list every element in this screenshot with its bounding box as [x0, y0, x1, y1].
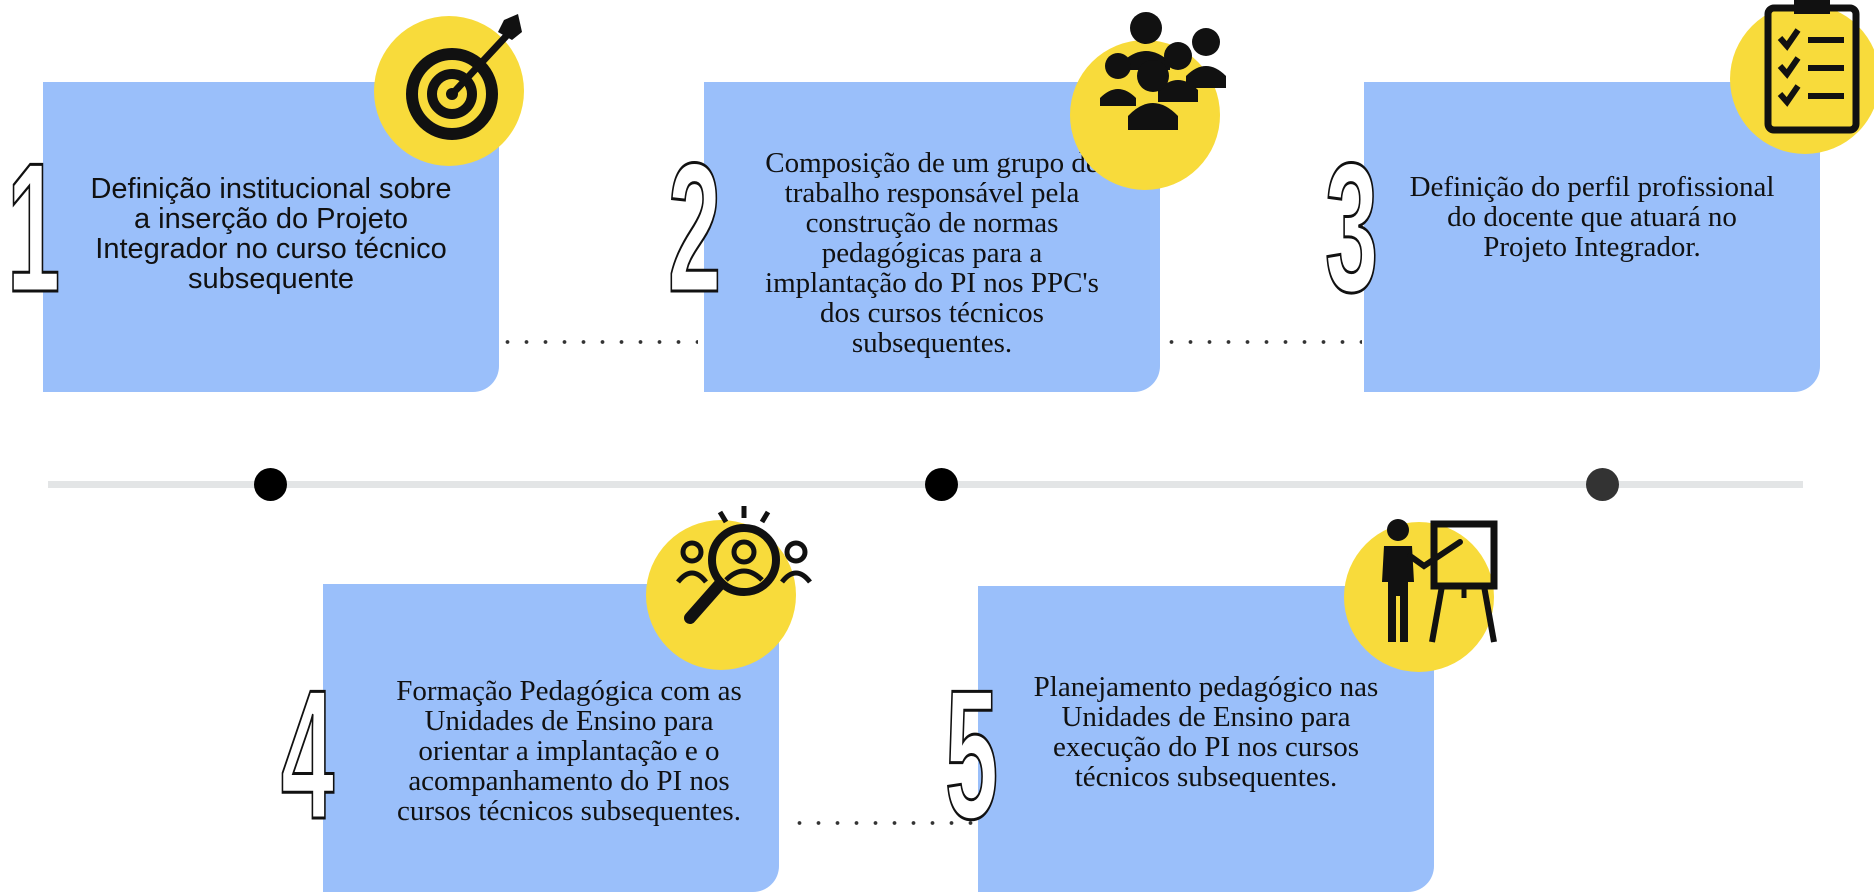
target-icon: [406, 14, 522, 140]
timeline-dot-2: [925, 468, 958, 501]
step-3-card: Definição do perfil profissional do doce…: [1364, 82, 1820, 392]
step-4-card: Formação Pedagógica com as Unidades de E…: [323, 584, 779, 892]
step-5-number: 5: [944, 651, 999, 857]
timeline-dot-3: [1586, 468, 1619, 501]
connector-dots-1-2: [498, 339, 698, 345]
step-4-number: 4: [280, 651, 335, 857]
step-5-badge: [1344, 522, 1494, 672]
presenter-board-icon: [1382, 519, 1498, 643]
step-3-number: 3: [1324, 124, 1379, 330]
step-5-text: Planejamento pedagógico nas Unidades de …: [1033, 671, 1379, 793]
step-1-text: Definição institucional sobre a inserção…: [90, 173, 452, 295]
connector-dots-4-5: [790, 820, 980, 826]
step-2-card: Composição de um grupo de trabalho respo…: [704, 82, 1160, 392]
people-search-icon: [676, 506, 812, 624]
timeline-dot-1: [254, 468, 287, 501]
step-4-text: Formação Pedagógica com as Unidades de E…: [396, 675, 742, 827]
connector-dots-2-3: [1162, 339, 1362, 345]
step-1-number: 1: [6, 124, 61, 330]
step-2-number: 2: [667, 124, 722, 330]
checklist-icon: [1764, 0, 1860, 134]
step-3-text: Definição do perfil profissional do doce…: [1409, 171, 1775, 263]
step-2-text: Composição de um grupo de trabalho respo…: [765, 147, 1099, 359]
group-icon: [1100, 12, 1226, 130]
